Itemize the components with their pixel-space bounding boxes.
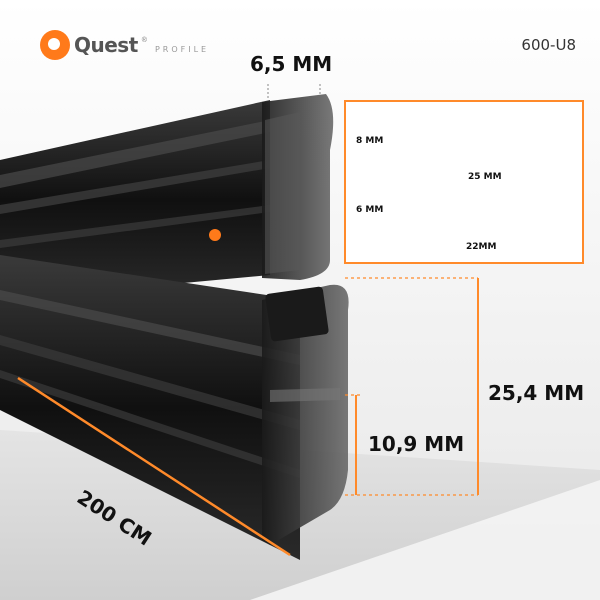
magnet-block [265,286,329,342]
length-arrow [17,376,291,557]
inset-gap-22mm: 22MM [466,242,497,252]
inset-glass-6mm: 6 MM [356,205,384,215]
dimension-top-width: 6,5 MM [250,52,333,76]
lower-profile-strip [0,255,349,560]
quest-logo-icon [40,30,70,60]
dimension-height-total: 25,4 MM [488,381,585,405]
cross-section-inset [344,100,584,264]
brand-subtitle: PROFILE [154,44,210,54]
upper-profile-strip [0,94,334,300]
registered-mark: ® [141,36,147,44]
dimension-height-lower: 10,9 MM [368,432,465,456]
brand-name: Quest [74,33,138,57]
profile-logo-icon [209,229,221,241]
inset-gap-25mm: 25 MM [468,172,502,182]
inset-glass-8mm: 8 MM [356,136,384,146]
product-code: 600-U8 [521,36,576,54]
brand-logo: Quest ® PROFILE [40,30,209,60]
light-wedge [250,480,600,600]
